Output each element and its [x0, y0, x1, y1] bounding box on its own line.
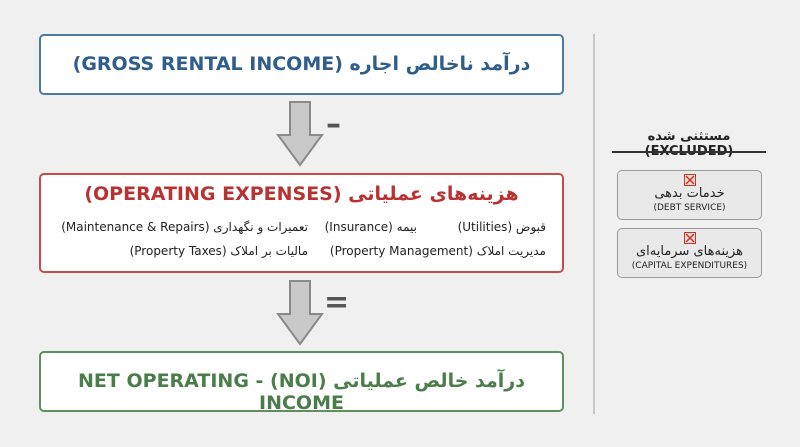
expense-item-property-taxes: مالیات بر املاک (Property Taxes) — [129, 244, 308, 258]
excluded-title: مستثنی شده (EXCLUDED) — [644, 129, 734, 159]
down-arrow-icon — [276, 280, 324, 346]
excluded-x-icon — [684, 232, 696, 244]
excluded-item-capital-expenditures: هزینه‌های سرمایه‌ای (CAPITAL EXPENDITURE… — [617, 228, 762, 278]
expense-item-property-management: مدیریت املاک (Property Management) — [329, 244, 546, 258]
down-arrow-icon — [276, 101, 324, 167]
excluded-item-label-fa: هزینه‌های سرمایه‌ای — [635, 244, 744, 259]
gross-rental-income-box: درآمد ناخالص اجاره (GROSS RENTAL INCOME) — [39, 34, 564, 95]
net-operating-income-title: درآمد خالص عملیاتی (NOI) - NET OPERATING… — [78, 370, 525, 414]
minus-sign: – — [326, 107, 341, 142]
excluded-item-label-en: (DEBT SERVICE) — [653, 203, 726, 213]
gross-rental-income-title: درآمد ناخالص اجاره (GROSS RENTAL INCOME) — [72, 53, 531, 75]
equals-sign: = — [324, 285, 350, 320]
expense-item-insurance: بیمه (Insurance) — [324, 220, 417, 234]
vertical-divider — [593, 34, 595, 414]
net-operating-income-box: درآمد خالص عملیاتی (NOI) - NET OPERATING… — [39, 351, 564, 414]
operating-expenses-box: هزینه‌های عملیاتی (OPERATING EXPENSES) ق… — [39, 173, 564, 273]
expense-item-utilities: قبوض (Utilities) — [457, 220, 546, 234]
expense-item-maintenance: تعمیرات و نگهداری (Maintenance & Repairs… — [61, 220, 308, 234]
excluded-item-debt-service: خدمات بدهی (DEBT SERVICE) — [617, 170, 762, 220]
excluded-underline — [612, 151, 766, 153]
excluded-item-label-fa: خدمات بدهی — [654, 186, 725, 201]
operating-expenses-title: هزینه‌های عملیاتی (OPERATING EXPENSES) — [84, 183, 519, 205]
excluded-x-icon — [684, 174, 696, 186]
excluded-item-label-en: (CAPITAL EXPENDITURES) — [631, 261, 748, 271]
